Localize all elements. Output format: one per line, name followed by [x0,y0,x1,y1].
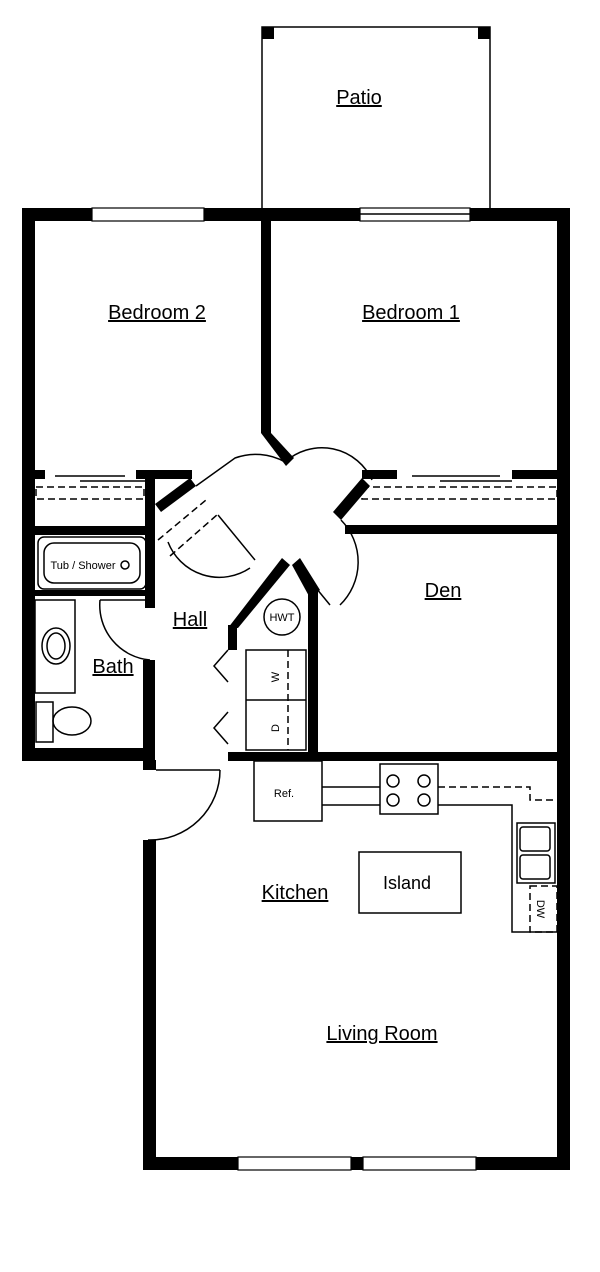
closet1-stub-left [362,470,397,479]
laundry-right-wall [308,590,318,760]
island [358,851,462,914]
exterior-walls [22,208,570,1170]
toilet-bowl [52,706,92,736]
washer-label: W [270,671,282,682]
bedroom-divider-wall [261,208,271,433]
counter-edge-right [438,804,557,933]
entry-wall-stub [143,760,156,770]
patio-outline [261,26,491,210]
linen-door-swing[interactable] [167,541,251,579]
living-window-left [237,1156,352,1171]
closets [35,475,558,557]
left-wall-upper [22,208,35,761]
tub-drain [120,560,130,570]
room-label-kitchen: Kitchen [262,882,329,904]
bottom-wall [143,1157,570,1170]
patio-post-right [478,27,490,39]
laundry-wall-angle-left [228,558,290,628]
laundry-bifold-lower[interactable] [213,711,229,745]
windows [91,207,477,1171]
kitchen-fixtures [253,760,558,933]
bath-door-swing[interactable] [99,599,151,661]
closet2-shelf [35,486,145,500]
room-label-bath: Bath [92,656,133,678]
sink-bowl-2 [519,854,551,880]
room-label-den: Den [425,580,462,602]
toilet-tank [35,701,54,743]
burner-3 [386,793,400,807]
tub-shower-label: Tub / Shower [50,560,115,572]
bedroom2-door-swing[interactable] [195,453,286,487]
burner-4 [417,793,431,807]
bath-fixtures [34,536,147,743]
hall-left-wall [145,470,155,608]
interior-walls [35,208,557,761]
hwt-circle [263,598,301,636]
entry-door-swing[interactable] [147,769,221,841]
bedroom2-window [91,207,205,222]
dishwasher [529,885,558,933]
upper-cabinet-line [438,786,557,801]
room-label-hall: Hall [173,609,207,631]
kitchen-sink [516,822,556,884]
linen-door-leaf [217,514,256,561]
closet1-stub-right [512,470,557,479]
right-wall [557,208,570,1170]
hwt-door-leaf [297,565,331,606]
closet2-stub-left [35,470,45,479]
den-top-wall [345,525,557,534]
dryer-label: D [270,724,282,732]
left-wall-lower [143,840,156,1170]
linen-shelf-b [169,513,219,557]
island-label: Island [383,873,431,893]
labels: Patio Bedroom 2 Bedroom 1 Den Hall Bath … [50,87,546,1045]
vanity [34,599,76,694]
tub-inner [43,542,141,584]
tub-wall [35,590,150,596]
hwt-label: HWT [269,612,294,624]
den-corner-angle [333,478,370,520]
tub [37,536,147,590]
patio-post-left [262,27,274,39]
doors [99,447,373,841]
bedroom-divider-angle [261,433,294,466]
burner-1 [386,774,400,788]
refrigerator [253,760,323,822]
living-window-right [362,1156,477,1171]
room-label-bedroom2: Bedroom 2 [108,302,206,324]
range [379,763,439,815]
room-label-patio: Patio [336,87,382,109]
sink-inner [46,632,66,660]
dishwasher-label: DW [534,900,546,919]
closet2-bottom-wall [35,526,155,535]
kitchen-top-wall [228,752,557,761]
linen-wall-angle [155,478,196,512]
bath-right-wall [143,660,155,760]
laundry-left-stub [228,625,237,650]
den-door-swing[interactable] [339,519,359,606]
laundry [245,598,307,751]
bedroom1-door-swing[interactable] [284,447,373,481]
sink-bowl-1 [519,826,551,852]
bath-bottom-wall [22,748,155,761]
room-label-living-room: Living Room [326,1023,437,1045]
refrigerator-label: Ref. [274,788,294,800]
patio [261,26,491,210]
closet1-shelf [361,486,558,500]
laundry-bifold-upper[interactable] [213,649,229,683]
closet2-stub-right [136,470,192,479]
sink-outer [41,627,71,665]
room-label-bedroom1: Bedroom 1 [362,302,460,324]
burner-2 [417,774,431,788]
